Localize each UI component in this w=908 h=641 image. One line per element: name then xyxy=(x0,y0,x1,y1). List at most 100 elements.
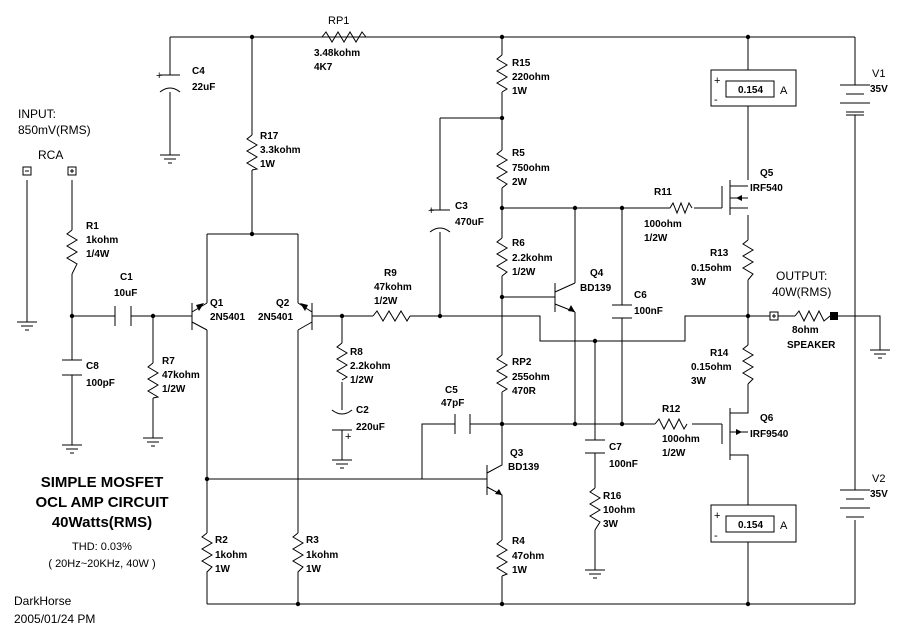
c8-value: 100pF xyxy=(86,378,115,389)
output-label: OUTPUT: xyxy=(776,269,827,283)
supply-symbols xyxy=(840,84,870,518)
r3-ref: R3 xyxy=(306,535,319,546)
rp1-ref: RP1 xyxy=(328,15,349,27)
ammeter-2: + - xyxy=(710,504,797,543)
transistor-q5 xyxy=(721,180,748,215)
r6-ref: R6 xyxy=(512,238,525,249)
capacitor-c7 xyxy=(585,439,605,454)
junctions xyxy=(69,34,751,607)
r17-value: 3.3kohm xyxy=(260,145,301,156)
r13-extra: 3W xyxy=(691,277,707,288)
meter2-reading: 0.154 xyxy=(738,520,763,531)
r12-value: 100ohm xyxy=(662,434,700,445)
r9-value: 47kohm xyxy=(374,282,412,293)
r7-extra: 1/2W xyxy=(162,384,186,395)
v1-value: 35V xyxy=(870,84,888,95)
resistor-r1 xyxy=(66,229,78,275)
r14-extra: 3W xyxy=(691,376,707,387)
thd-text: THD: 0.03% xyxy=(72,541,132,553)
c4-ref: C4 xyxy=(192,66,205,77)
connectors xyxy=(22,166,838,321)
r6-extra: 1/2W xyxy=(512,267,536,278)
resistor-r13 xyxy=(742,239,754,281)
r12-ref: R12 xyxy=(662,404,681,415)
meter2-unit: A xyxy=(780,520,788,532)
c6-value: 100nF xyxy=(634,306,663,317)
output-value: 40W(RMS) xyxy=(772,285,831,299)
r2-extra: 1W xyxy=(215,564,231,575)
resistor-rp1 xyxy=(321,31,367,43)
r8-value: 2.2kohm xyxy=(350,361,391,372)
battery-v2 xyxy=(840,489,870,518)
rp1-extra: 4K7 xyxy=(314,62,333,73)
c4-value: 22uF xyxy=(192,82,215,93)
svg-text:-: - xyxy=(714,530,718,542)
capacitor-c4 xyxy=(159,74,181,93)
resistor-r4 xyxy=(496,539,509,577)
v2-value: 35V xyxy=(870,489,888,500)
rp2-extra: 470R xyxy=(512,386,537,397)
capacitor-c2 xyxy=(331,409,353,431)
resistor-r3 xyxy=(292,532,304,578)
q5-type: IRF540 xyxy=(750,183,783,194)
resistor-r6 xyxy=(496,237,508,277)
ammeter-1: + - xyxy=(710,69,797,107)
resistor-rp2 xyxy=(496,354,508,393)
r5-extra: 2W xyxy=(512,177,528,188)
transistor-q3 xyxy=(486,440,503,505)
c5-ref: C5 xyxy=(445,385,458,396)
r11-extra: 1/2W xyxy=(644,233,668,244)
q2-ref: Q2 xyxy=(276,298,290,309)
svg-text:+: + xyxy=(714,510,720,522)
resistor-r9 xyxy=(372,310,411,322)
resistor-r11 xyxy=(669,201,693,215)
svg-text:+: + xyxy=(345,431,351,443)
c7-ref: C7 xyxy=(609,442,622,453)
r13-ref: R13 xyxy=(710,248,729,259)
connector-label: RCA xyxy=(38,148,63,162)
resistor-speaker xyxy=(794,309,831,323)
rp2-ref: RP2 xyxy=(512,357,532,368)
resistor-r5 xyxy=(496,149,508,189)
grounds xyxy=(17,154,890,579)
rp1-value: 3.48kohm xyxy=(314,48,360,59)
r2-ref: R2 xyxy=(215,535,228,546)
r17-extra: 1W xyxy=(260,159,276,170)
r16-value: 10ohm xyxy=(603,505,635,516)
resistor-r2 xyxy=(201,532,213,578)
r11-ref: R11 xyxy=(654,187,672,198)
r2-value: 1kohm xyxy=(215,550,247,561)
c7-value: 100nF xyxy=(609,459,638,470)
r7-value: 47kohm xyxy=(162,370,200,381)
date-text: 2005/01/24 PM xyxy=(14,612,95,626)
q6-ref: Q6 xyxy=(760,413,774,424)
r4-value: 47ohm xyxy=(512,551,544,562)
r1-extra: 1/4W xyxy=(86,249,110,260)
transistor-symbols xyxy=(191,180,749,505)
r9-extra: 1/2W xyxy=(374,296,398,307)
input-value: 850mV(RMS) xyxy=(18,123,91,137)
v2-ref: V2 xyxy=(872,473,885,485)
q3-ref: Q3 xyxy=(510,448,524,459)
r8-ref: R8 xyxy=(350,347,363,358)
speaker-value: 8ohm xyxy=(792,325,819,336)
r5-value: 750ohm xyxy=(512,163,550,174)
r3-value: 1kohm xyxy=(306,550,338,561)
c3-value: 470uF xyxy=(455,217,484,228)
r9-ref: R9 xyxy=(384,268,397,279)
c3-ref: C3 xyxy=(455,201,468,212)
r15-extra: 1W xyxy=(512,86,528,97)
transistor-q6 xyxy=(721,408,749,460)
meter1-reading: 0.154 xyxy=(738,85,763,96)
c2-value: 220uF xyxy=(356,422,385,433)
r3-extra: 1W xyxy=(306,564,322,575)
q3-type: BD139 xyxy=(508,462,540,473)
r1-value: 1kohm xyxy=(86,235,118,246)
resistor-r12 xyxy=(654,417,688,431)
r14-value: 0.15ohm xyxy=(691,362,732,373)
q1-ref: Q1 xyxy=(210,298,224,309)
speaker-name: SPEAKER xyxy=(787,340,836,351)
range-text: ( 20Hz~20KHz, 40W ) xyxy=(48,558,155,570)
r13-value: 0.15ohm xyxy=(691,263,732,274)
capacitor-c1 xyxy=(114,306,132,326)
